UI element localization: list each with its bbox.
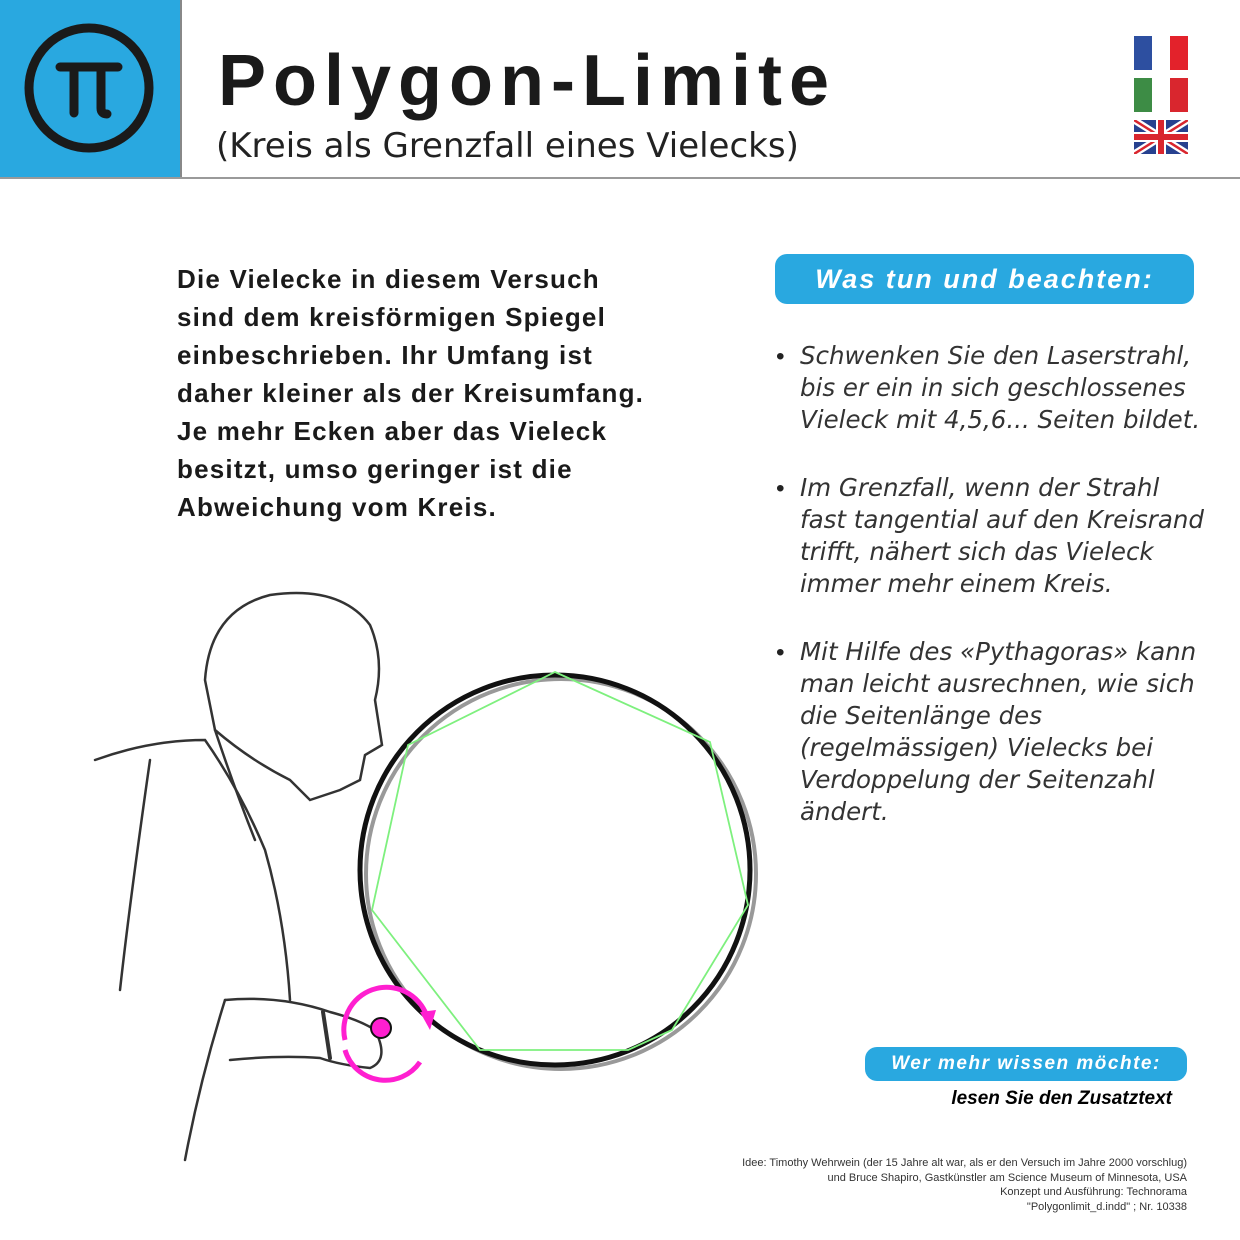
page-title: Polygon-Limite [218,41,836,121]
instruction-item: Schwenken Sie den Laserstrahl, bis er ei… [776,340,1206,436]
italian-flag[interactable] [1134,78,1188,112]
credit-line: "Polygonlimit_d.indd" ; Nr. 10338 [1026,1200,1187,1213]
credit-line: Konzept und Ausführung: Technorama [1000,1186,1187,1198]
page-subtitle: (Kreis als Grenzfall eines Vielecks) [216,126,799,166]
credit-line: und Bruce Shapiro, Gastkünstler am Scien… [827,1171,1187,1184]
french-flag[interactable] [1134,36,1188,70]
rotation-arrow-icon [341,984,436,1083]
more-info-heading: Wer mehr wissen möchte: [865,1047,1187,1081]
more-info-text: lesen Sie den Zusatztext [951,1088,1172,1109]
instructions-list: Schwenken Sie den Laserstrahl, bis er ei… [776,340,1206,864]
header-divider [0,177,1240,179]
intro-text: Die Vielecke in diesem Versuch sind dem … [177,264,645,522]
instruction-item: Mit Hilfe des «Pythagoras» kann man leic… [776,636,1206,828]
instructions-heading: Was tun und beachten: [775,254,1194,304]
uk-flag[interactable] [1134,120,1188,154]
logo-panel [0,0,182,177]
circular-mirror [357,672,758,1071]
laser-polygon [371,671,749,1051]
instruction-item: Im Grenzfall, wenn der Strahl fast tange… [776,472,1206,600]
person-sketch [93,591,384,1162]
credit-line: Idee: Timothy Wehrwein (der 15 Jahre alt… [742,1157,1187,1169]
pi-icon [24,23,154,153]
credits: Idee: Timothy Wehrwein (der 15 Jahre alt… [742,1156,1187,1214]
